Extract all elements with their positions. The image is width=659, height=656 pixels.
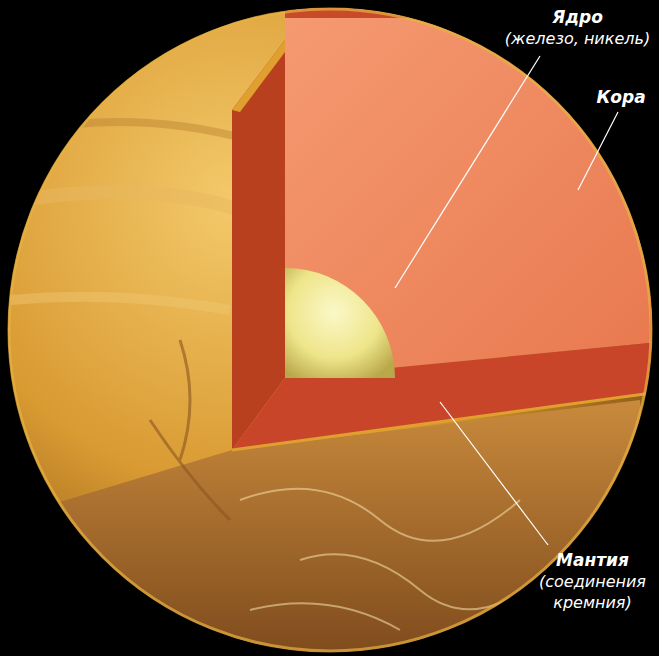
part-name: Ядро xyxy=(500,6,655,28)
part-note: (соединения кремния) xyxy=(530,572,655,614)
part-name: Кора xyxy=(588,86,654,108)
part-note: (железо, никель) xyxy=(500,29,655,50)
part-name: Мантия xyxy=(530,549,655,571)
